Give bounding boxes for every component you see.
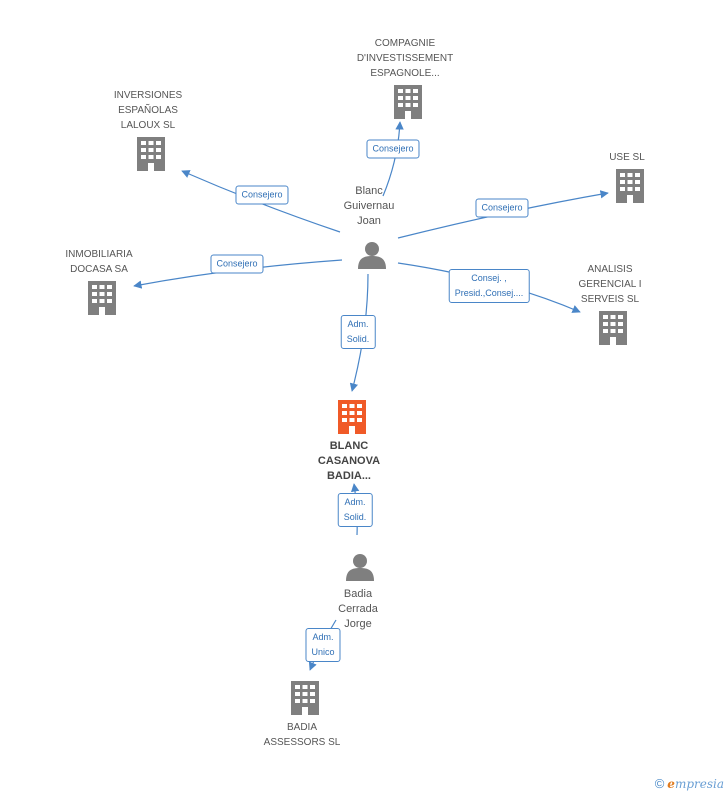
node-label-badia_assessors[interactable]: BADIA ASSESSORS SL	[263, 722, 341, 748]
building-icon-use[interactable]	[616, 169, 644, 203]
edge-label-blanc_joan-to-analisis[interactable]: Consej. , Presid.,Consej....	[448, 269, 530, 303]
building-icon-badia_assessors[interactable]	[291, 681, 319, 715]
brand-footer: ©empresia	[655, 776, 724, 791]
building-icon-inmobiliaria[interactable]	[88, 281, 116, 315]
node-label-analisis[interactable]: ANALISIS GERENCIAL I SERVEIS SL	[578, 264, 642, 305]
edge-label-blanc_joan-to-blanc_casanova[interactable]: Adm. Solid.	[340, 315, 376, 349]
edge-label-badia_jorge-to-blanc_casanova[interactable]: Adm. Solid.	[337, 493, 373, 527]
person-icon-badia_jorge[interactable]	[346, 554, 374, 581]
edge-label-badia_jorge-to-badia_assessors[interactable]: Adm. Unico	[305, 628, 341, 662]
edge-blanc_joan-to-compagnie	[382, 121, 404, 197]
node-label-compagnie[interactable]: COMPAGNIE D'INVESTISSEMENT ESPAGNOLE...	[356, 38, 454, 79]
edge-label-blanc_joan-to-inversiones[interactable]: Consejero	[235, 185, 289, 205]
building-icon-compagnie[interactable]	[394, 85, 422, 119]
person-icon-blanc_joan[interactable]	[358, 242, 386, 269]
node-label-blanc_joan[interactable]: Blanc Guivernau Joan	[343, 185, 395, 227]
edge-label-blanc_joan-to-use[interactable]: Consejero	[475, 198, 529, 218]
brand-logo[interactable]: empresia	[667, 777, 724, 791]
edge-label-blanc_joan-to-inmobiliaria[interactable]: Consejero	[210, 254, 264, 274]
copyright-icon: ©	[654, 776, 665, 791]
node-label-use[interactable]: USE SL	[609, 152, 645, 163]
node-label-blanc_casanova[interactable]: BLANC CASANOVA BADIA...	[317, 440, 381, 482]
edge-label-blanc_joan-to-compagnie[interactable]: Consejero	[366, 139, 420, 159]
node-label-inversiones[interactable]: INVERSIONES ESPAÑOLAS LALOUX SL	[113, 90, 183, 131]
building-icon-analisis[interactable]	[599, 311, 627, 345]
node-label-inmobiliaria[interactable]: INMOBILIARIA DOCASA SA	[65, 249, 133, 275]
node-label-badia_jorge[interactable]: Badia Cerrada Jorge	[338, 588, 378, 630]
building-icon-blanc_casanova[interactable]	[338, 400, 366, 434]
building-icon-inversiones[interactable]	[137, 137, 165, 171]
